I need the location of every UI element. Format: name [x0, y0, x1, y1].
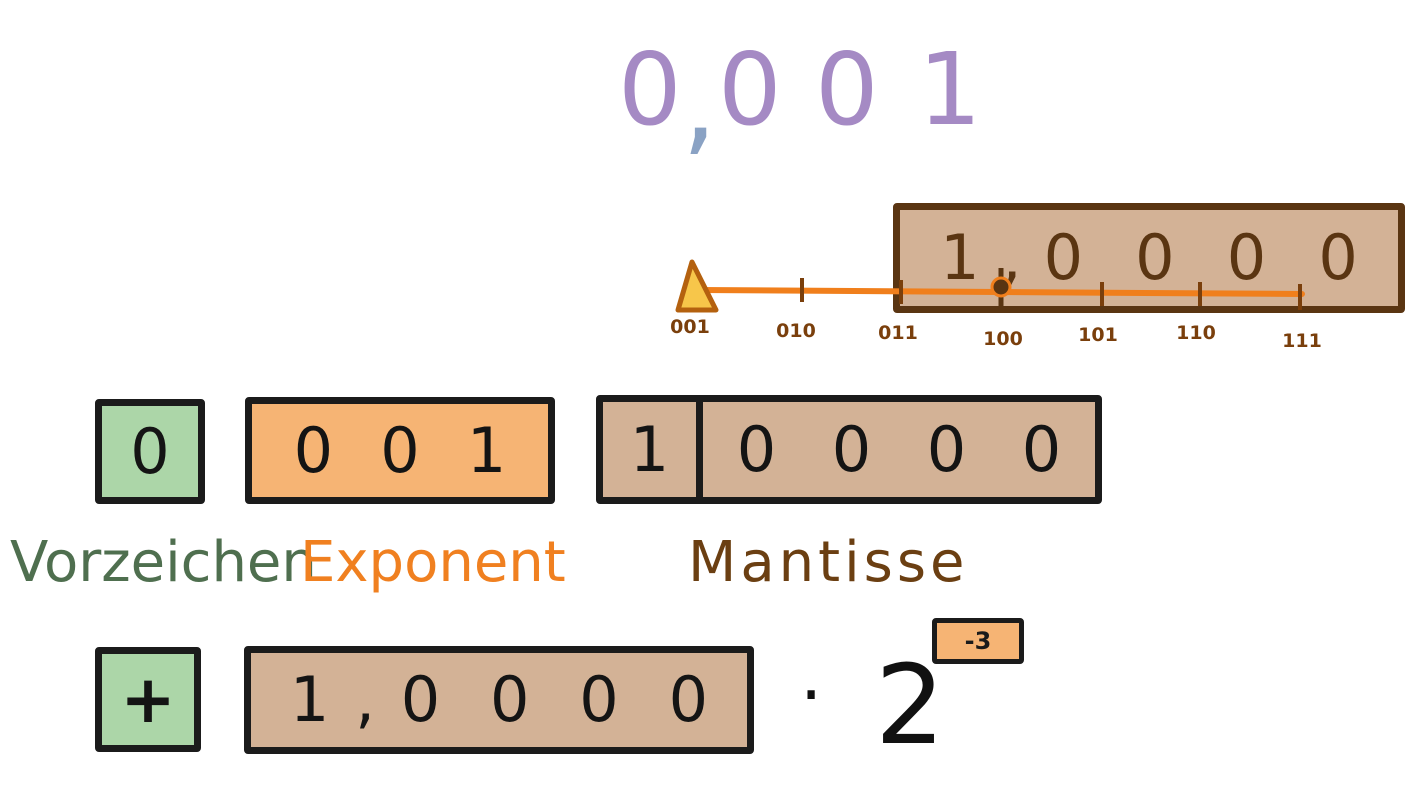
formula-sign-box: +: [95, 647, 201, 752]
exponent-digit-2: 1: [466, 413, 507, 487]
scale-mantissa-digit-5: 0: [1318, 221, 1358, 294]
mantissa-leading-cell: 1: [603, 402, 703, 497]
label-exponent: Exponent: [300, 530, 566, 595]
formula-mantissa-digit-5: 0: [668, 663, 709, 736]
mantissa-box: 1 0 0 0 0: [596, 395, 1102, 504]
mantissa-rest-cell: 0 0 0 0: [703, 402, 1095, 497]
tick-label-111: 111: [1282, 330, 1322, 352]
mantissa-digit-3: 0: [1021, 412, 1062, 486]
exponent-box: 0 0 1: [245, 397, 555, 504]
tick-label-001: 001: [670, 316, 710, 338]
formula-base: 2: [875, 641, 945, 769]
label-sign: Vorzeichen: [10, 530, 317, 595]
exponent-digit-0: 0: [293, 413, 334, 487]
mantissa-digit-2: 0: [926, 412, 967, 486]
mantissa-digit-0: 0: [736, 412, 777, 486]
scale-mantissa-comma: ,: [1001, 221, 1022, 294]
tick-label-110: 110: [1176, 322, 1216, 344]
mantissa-leading-digit: 1: [629, 412, 670, 486]
scale-mantissa-digit-2: 0: [1043, 221, 1084, 294]
sign-box: 0: [95, 399, 205, 504]
formula-mantissa-digit-2: 0: [400, 663, 441, 736]
exponent-digit-1: 0: [380, 413, 420, 487]
multiply-dot: ·: [800, 654, 823, 736]
tick-label-100: 100: [983, 328, 1023, 350]
formula-mantissa-box: 1 , 0 0 0 0: [244, 646, 754, 754]
top-digit-4: 1: [918, 31, 982, 148]
sign-digit: 0: [130, 414, 170, 488]
formula-exponent-box: -3: [932, 618, 1024, 664]
top-digit-3: 0: [815, 31, 879, 148]
scale-mantissa-digit-4: 0: [1226, 221, 1267, 294]
formula-mantissa-digit-0: 1: [289, 663, 330, 736]
formula-exponent: -3: [964, 627, 992, 655]
scale-mantissa-digit-3: 0: [1135, 221, 1175, 294]
origin-dot: [990, 276, 1012, 298]
mantissa-digit-1: 0: [831, 412, 872, 486]
formula-mantissa-digit-3: 0: [490, 663, 530, 736]
formula-sign: +: [120, 660, 176, 738]
top-digit-0: 0: [618, 31, 682, 148]
formula-mantissa-comma: ,: [355, 663, 375, 736]
formula-mantissa-digit-4: 0: [579, 663, 619, 736]
top-digit-2: 0: [718, 31, 782, 148]
top-comma: ,: [682, 39, 717, 167]
label-mantissa: Mantisse: [688, 530, 969, 595]
tick-label-011: 011: [878, 322, 918, 344]
tick-label-010: 010: [776, 320, 816, 342]
scale-mantissa-digit-0: 1: [940, 221, 980, 294]
marker-triangle-icon: [675, 259, 719, 313]
tick-label-101: 101: [1078, 324, 1118, 346]
